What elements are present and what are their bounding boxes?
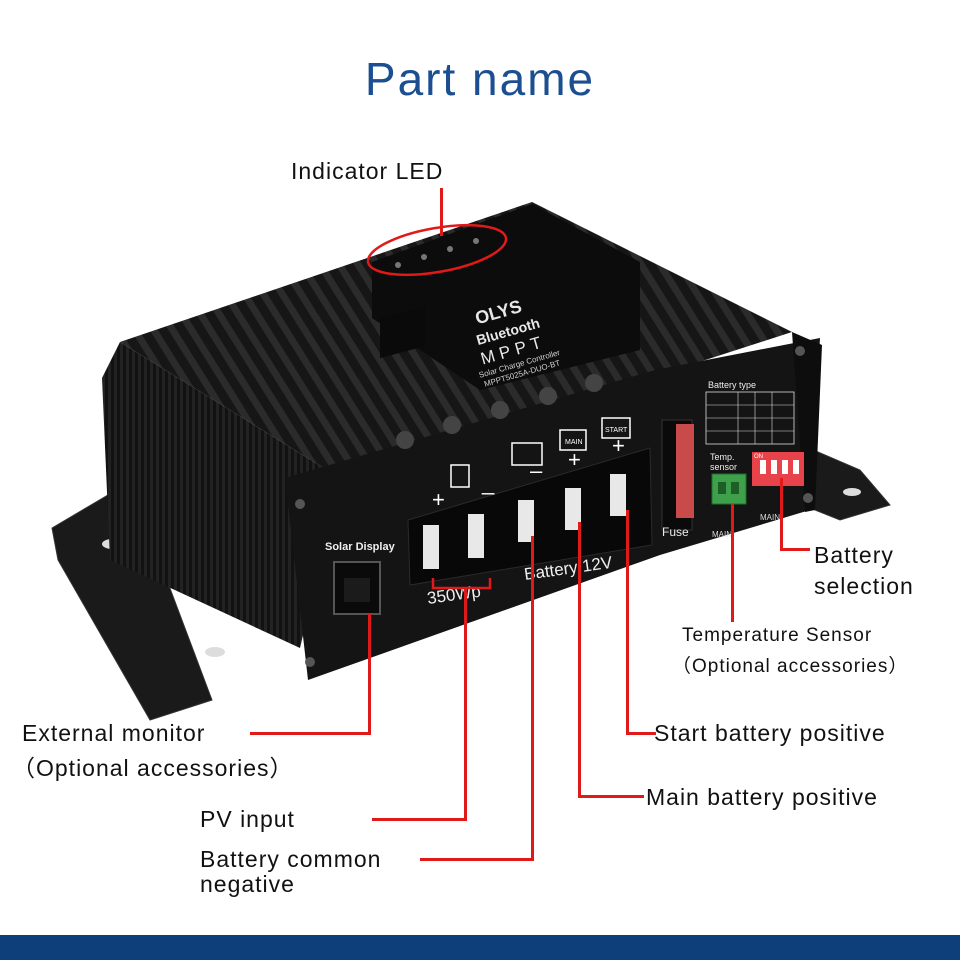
label-battery-selection-1: Battery bbox=[814, 542, 894, 568]
footer-bar bbox=[0, 935, 960, 960]
callout-line-battery-negative-h bbox=[420, 858, 534, 861]
callout-line-temperature-sensor bbox=[731, 504, 734, 622]
callout-line-main-battery-v bbox=[578, 522, 581, 798]
label-temperature-sensor-note: （Optional accessories） bbox=[672, 656, 909, 677]
fuse-label: Fuse bbox=[662, 525, 689, 539]
callout-line-battery-negative-v bbox=[531, 536, 534, 861]
temperature-sensor-port bbox=[711, 473, 747, 505]
fuse bbox=[661, 419, 694, 531]
svg-text:Battery type: Battery type bbox=[708, 380, 756, 390]
svg-text:+: + bbox=[568, 447, 581, 472]
page-title: Part name bbox=[364, 53, 596, 105]
callout-line-start-battery-v bbox=[626, 510, 629, 735]
battery-dip-switch bbox=[752, 452, 804, 486]
label-pv-input: PV input bbox=[200, 806, 295, 832]
led-highlight-ellipse bbox=[366, 223, 508, 277]
label-battery-common-negative-1: Battery common bbox=[200, 846, 382, 872]
svg-text:+: + bbox=[432, 487, 445, 512]
battery-type-table: Battery type bbox=[705, 380, 795, 445]
indicator-leds bbox=[395, 238, 479, 268]
svg-text:–: – bbox=[530, 458, 543, 483]
svg-text:ON: ON bbox=[754, 454, 763, 460]
label-main-battery-positive: Main battery positive bbox=[646, 784, 878, 810]
svg-text:Temp.: Temp. bbox=[710, 452, 735, 462]
label-battery-selection-2: selection bbox=[814, 573, 914, 599]
solar-display-port-label: Solar Display bbox=[325, 541, 396, 553]
main-terminal-label: MAIN bbox=[565, 439, 583, 446]
pv-bracket bbox=[431, 578, 492, 590]
callout-line-external-monitor-h bbox=[250, 732, 371, 735]
solar-display-port bbox=[333, 561, 381, 615]
label-battery-common-negative-2: negative bbox=[200, 871, 295, 897]
label-temperature-sensor: Temperature Sensor bbox=[682, 625, 873, 646]
switch-main-label: MAIN bbox=[760, 513, 780, 522]
label-panel bbox=[372, 204, 640, 390]
callout-line-pv-input-v bbox=[464, 588, 467, 821]
label-external-monitor-note: （Optional accessories） bbox=[12, 755, 294, 781]
heatsink-side bbox=[102, 342, 340, 648]
label-start-battery-positive: Start battery positive bbox=[654, 720, 886, 746]
callout-line-external-monitor-v bbox=[368, 614, 371, 735]
callout-line-battery-selection-h bbox=[780, 548, 810, 551]
label-external-monitor: External monitor bbox=[22, 720, 206, 746]
callout-line-battery-selection-v bbox=[780, 478, 783, 550]
temp-main-label: MAIN bbox=[712, 530, 732, 539]
svg-text:sensor: sensor bbox=[710, 462, 737, 472]
callout-line-pv-input-h bbox=[372, 818, 467, 821]
callout-line-start-battery-h bbox=[626, 732, 656, 735]
terminal-screws bbox=[380, 305, 603, 449]
label-indicator-led: Indicator LED bbox=[291, 158, 444, 184]
start-terminal-label: START bbox=[605, 427, 628, 434]
callout-line-main-battery-h bbox=[578, 795, 644, 798]
callout-line-indicator-led bbox=[440, 188, 443, 236]
svg-text:_: _ bbox=[481, 470, 495, 495]
svg-text:+: + bbox=[612, 433, 625, 458]
